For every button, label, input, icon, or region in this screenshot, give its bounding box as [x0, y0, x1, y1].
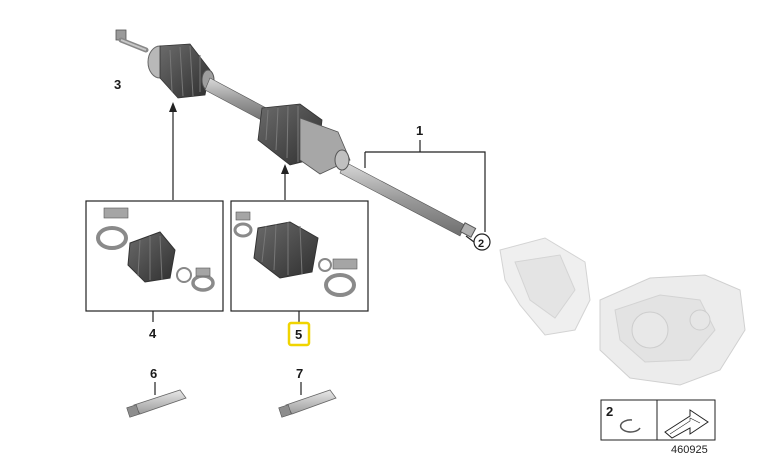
inner-cv-joint: [257, 103, 351, 175]
repair-kit-box-5[interactable]: [230, 200, 369, 312]
callout-4[interactable]: 4: [149, 326, 157, 341]
grease-tube-6: [126, 389, 187, 418]
callout-5-highlight[interactable]: 5: [287, 321, 311, 347]
legend-number: 2: [606, 404, 613, 419]
callout-3[interactable]: 3: [114, 77, 121, 92]
callout-6[interactable]: 6: [150, 366, 157, 381]
callout-1-bracket: [364, 140, 486, 232]
callout-1[interactable]: 1: [416, 123, 423, 138]
grease-tube-7: [278, 389, 337, 418]
outer-cv-joint: [147, 43, 215, 99]
callout-2[interactable]: 2: [478, 238, 484, 250]
arrow-kit-4: [169, 102, 177, 200]
bolt-part-3: [115, 29, 149, 53]
callout-5[interactable]: 5: [295, 327, 302, 342]
legend-box: 2 460925: [600, 399, 716, 456]
differential-ghost: [499, 237, 746, 386]
callout-2-marker[interactable]: 2: [473, 233, 491, 251]
repair-kit-box-4[interactable]: [85, 200, 224, 312]
reference-number: 460925: [671, 444, 708, 456]
arrow-kit-5: [281, 164, 289, 200]
snap-ring-icon: [619, 419, 641, 433]
axle-shaft: [204, 77, 477, 238]
replace-arrow-icon: [664, 409, 709, 439]
callout-7[interactable]: 7: [296, 366, 303, 381]
